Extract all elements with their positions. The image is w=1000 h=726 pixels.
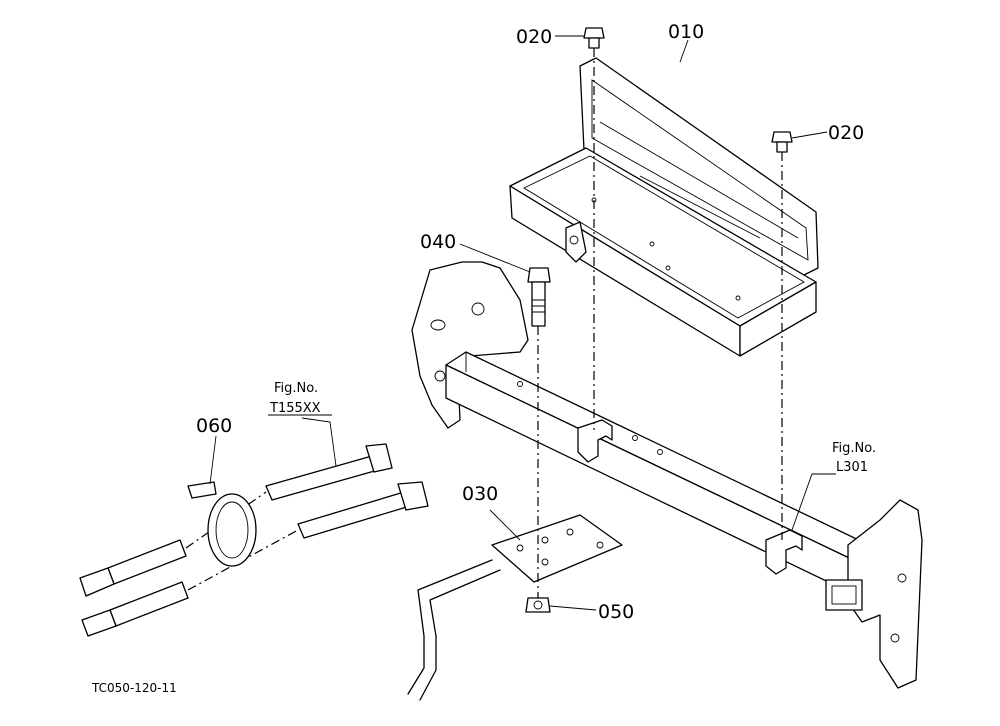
- hose-fig-label: Fig.No.: [274, 381, 318, 396]
- frame-fig-number: L301: [836, 460, 868, 475]
- tool-box-end: [739, 281, 817, 357]
- tool-box-latch: [565, 221, 587, 263]
- drawing-code: TC050-120-11: [91, 681, 177, 695]
- hose-clamp-060: [187, 481, 257, 567]
- hose-set: [79, 443, 429, 637]
- frame-tube: [445, 351, 891, 569]
- label-part-020-left: 020: [516, 26, 552, 48]
- tool-box: [509, 57, 819, 357]
- label-part-040: 040: [420, 231, 456, 253]
- label-part-030: 030: [462, 483, 498, 505]
- support-rod: [407, 559, 493, 695]
- bolt-020-right: [771, 131, 793, 153]
- bolt-020-left: [583, 27, 605, 49]
- nut-050: [525, 597, 551, 613]
- u-bracket-right: [765, 529, 803, 575]
- label-part-010: 010: [668, 21, 704, 43]
- hose-fig-number: T155XX: [269, 401, 321, 416]
- u-bracket-left: [577, 419, 613, 463]
- label-part-050: 050: [598, 601, 634, 623]
- bolt-040: [527, 267, 551, 327]
- frame-tube-side: [445, 364, 871, 603]
- frame-assembly: [411, 261, 923, 689]
- label-part-060: 060: [196, 415, 232, 437]
- left-bracket-plate: [411, 261, 529, 429]
- support-plate: [407, 514, 623, 701]
- frame-fig-label: Fig.No.: [832, 441, 876, 456]
- label-part-020-right: 020: [828, 122, 864, 144]
